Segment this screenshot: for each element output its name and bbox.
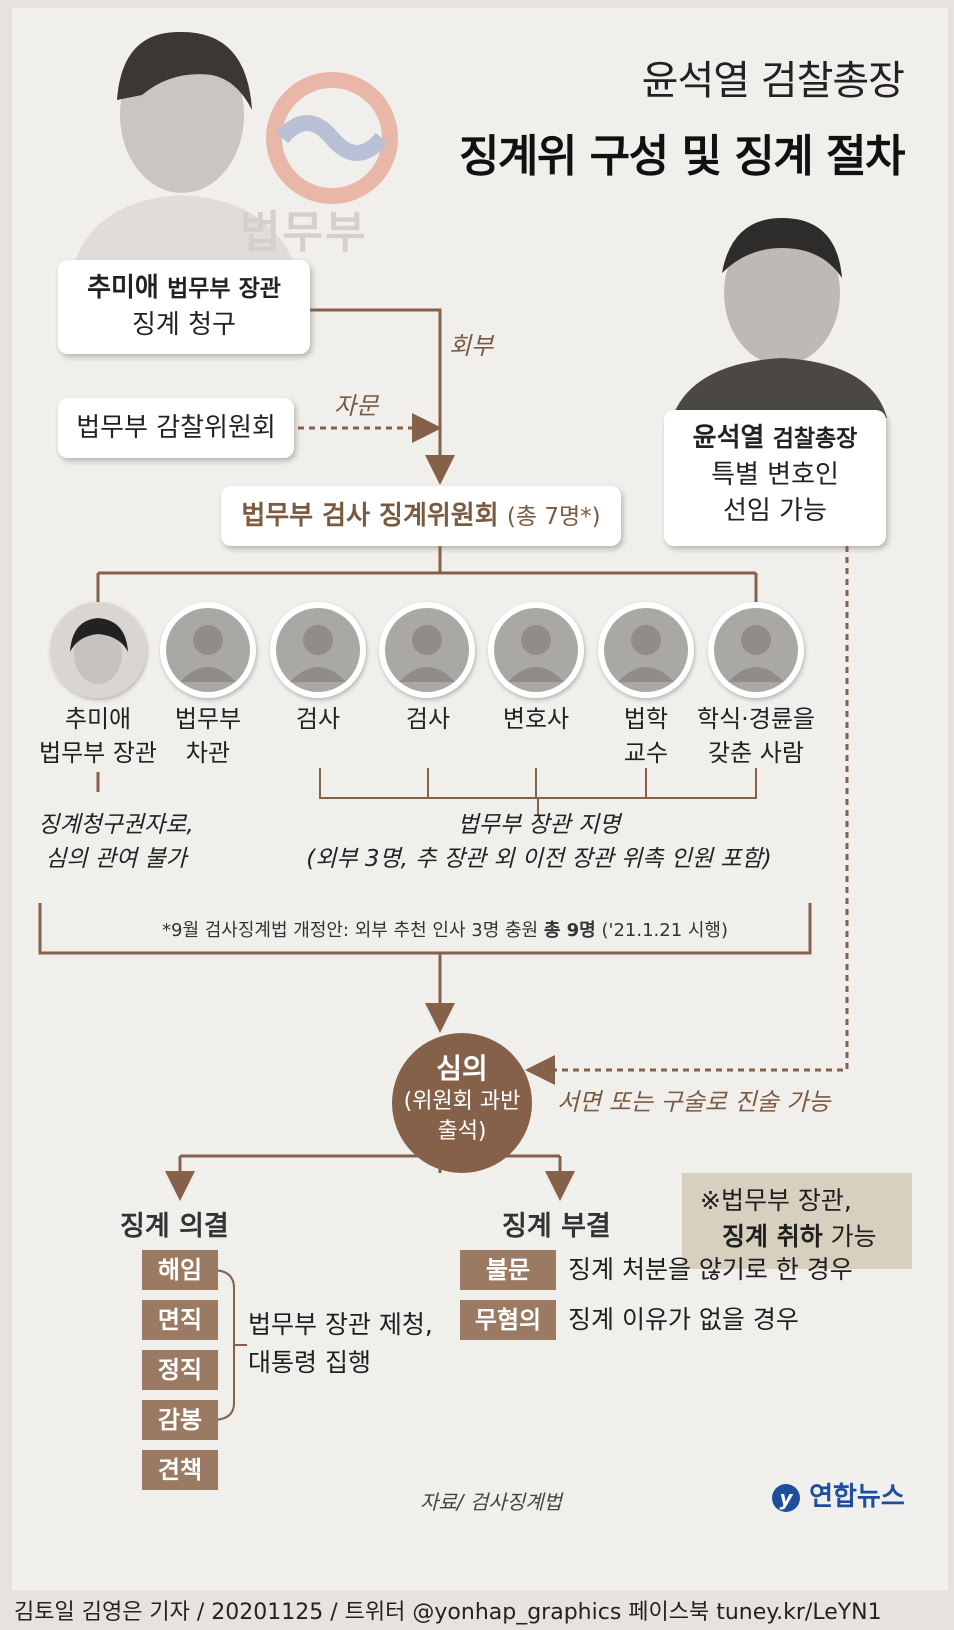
agency-logo: y 연합뉴스 (772, 1476, 905, 1513)
prosecutor-line3: 선임 가능 (723, 496, 827, 526)
withdraw-note-box: ※법무부 장관, 징계 취하 가능 (682, 1173, 912, 1269)
prosecutor-line2: 특별 변호인 (711, 460, 839, 490)
member-label: 변호사 (502, 705, 570, 733)
member-avatar-vice (160, 602, 256, 698)
credit-line: 김토일 김영은 기자 / 20201125 / 트위터 @yonhap_grap… (14, 1600, 882, 1625)
deliberation-line2: 출석) (437, 1119, 487, 1144)
ministry-logo-emblem (266, 72, 398, 204)
inspection-committee-label: 법무부 감찰위원회 (76, 413, 276, 443)
deliberation-line1: (위원회 과반 (403, 1089, 521, 1114)
prosecutor-name: 윤석열 (692, 423, 765, 453)
minister-action: 징계 청구 (132, 310, 236, 340)
person-icon (166, 608, 250, 692)
label-refer: 회부 (449, 332, 494, 360)
member-label: 검사 (405, 705, 451, 733)
minister-name: 추미애 (87, 273, 159, 303)
person-icon (714, 608, 798, 692)
amendment-note: *9월 검사징계법 개정안: 외부 추천 인사 3명 충원 총 9명 ('21.… (162, 920, 729, 941)
appoint-note: 법무부 장관 지명(외부 3명, 추 장관 외 이전 장관 위촉 인원 포함) (306, 812, 772, 872)
deliberation-circle: 심의 (위원회 과반 출석) (392, 1033, 532, 1173)
resolution-tag: 감봉 (142, 1400, 218, 1440)
resolution-note: 법무부 장관 제청,대통령 집행 (248, 1310, 433, 1377)
rejection-tag: 불문 (460, 1250, 556, 1290)
title-line2: 징계위 구성 및 징계 절차 (458, 131, 906, 182)
inspection-committee-box: 법무부 감찰위원회 (58, 398, 294, 458)
minister-role: 법무부 장관 (167, 276, 281, 302)
statement-note: 서면 또는 구술로 진술 가능 (557, 1088, 831, 1116)
agency-logo-text: 연합뉴스 (809, 1482, 905, 1512)
withdraw-note-suffix: 가능 (822, 1222, 877, 1251)
person-icon (604, 608, 688, 692)
member-avatar-expert (708, 602, 804, 698)
withdraw-note-line1: ※법무부 장관, (700, 1186, 852, 1215)
source-note: 자료/ 검사징계법 (420, 1490, 562, 1514)
minister-photo (72, 31, 297, 270)
yonhap-logo-icon: y (772, 1483, 800, 1512)
ministry-logo-text: 법무부 (240, 207, 368, 258)
member-avatar-prosecutor2 (379, 602, 475, 698)
committee-box: 법무부 검사 징계위원회 (총 7명*) (221, 486, 621, 546)
member-avatar-prosecutor1 (270, 602, 366, 698)
prosecutor-role: 검찰총장 (772, 426, 858, 452)
label-advice: 자문 (334, 392, 379, 420)
chu-note: 징계청구권자로,심의 관여 불가 (38, 812, 194, 872)
person-icon (385, 608, 469, 692)
prosecutor-box: 윤석열 검찰총장 특별 변호인 선임 가능 (664, 410, 886, 546)
resolution-title: 징계 의결 (120, 1211, 229, 1242)
minister-box: 추미애 법무부 장관 징계 청구 (58, 260, 310, 354)
rejection-desc: 징계 이유가 없을 경우 (568, 1305, 799, 1334)
deliberation-title: 심의 (436, 1052, 488, 1085)
member-avatar-professor (598, 602, 694, 698)
withdraw-note-bold: 징계 취하 (722, 1222, 823, 1251)
rejection-desc: 징계 처분을 않기로 한 경우 (568, 1255, 853, 1284)
chu-photo-icon (50, 602, 146, 698)
prosecutor-photo (672, 218, 887, 418)
member-avatar-lawyer (488, 602, 584, 698)
title-line1: 윤석열 검찰총장 (641, 58, 905, 104)
resolution-tag: 정직 (142, 1350, 218, 1390)
infographic-canvas: 법무부 윤석열 검찰총장 징계위 구성 및 징계 절차 추미애 법무부 장관 징… (12, 8, 948, 1590)
resolution-tag: 견책 (142, 1450, 218, 1490)
person-icon (276, 608, 360, 692)
member-label: 검사 (295, 705, 341, 733)
rejection-title: 징계 부결 (502, 1211, 611, 1242)
member-avatar-chu (50, 602, 146, 698)
person-icon (494, 608, 578, 692)
resolution-tag: 면직 (142, 1300, 218, 1340)
resolution-tag: 해임 (142, 1250, 218, 1290)
committee-name: 법무부 검사 징계위원회 (241, 501, 499, 531)
rejection-tag: 무혐의 (460, 1300, 556, 1340)
committee-count: (총 7명*) (506, 504, 601, 530)
